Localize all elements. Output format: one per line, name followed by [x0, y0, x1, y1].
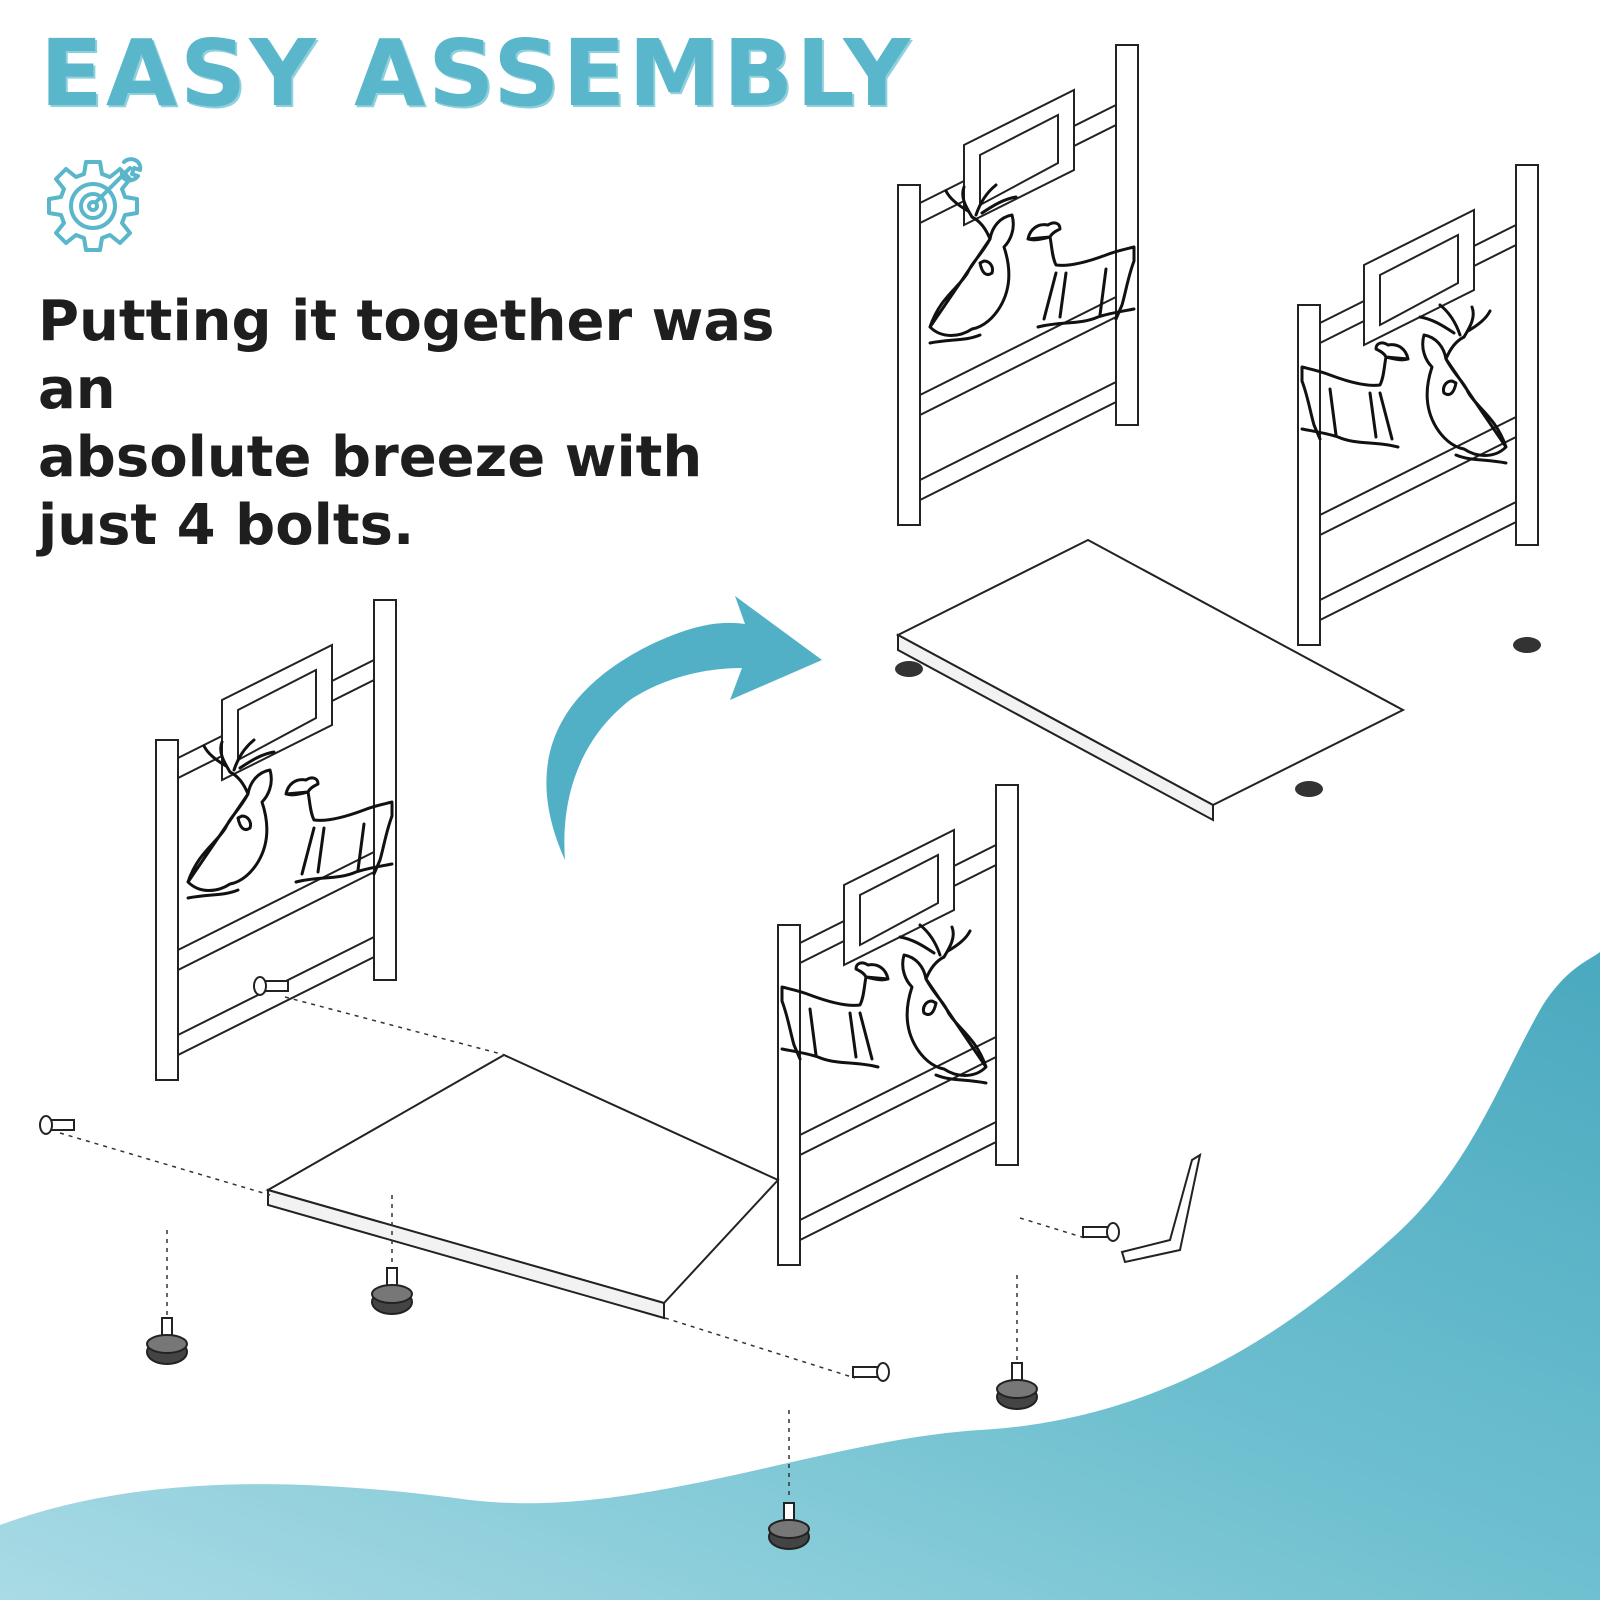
headline: Easy Assembly: [40, 20, 913, 127]
tagline: Putting it together was an absolute bree…: [38, 288, 798, 560]
gear-wrench-target-icon: [47, 157, 143, 252]
tagline-line-3: just 4 bolts.: [38, 493, 415, 558]
tagline-line-2: absolute breeze with: [38, 425, 703, 490]
tagline-line-1: Putting it together was an: [38, 289, 775, 422]
